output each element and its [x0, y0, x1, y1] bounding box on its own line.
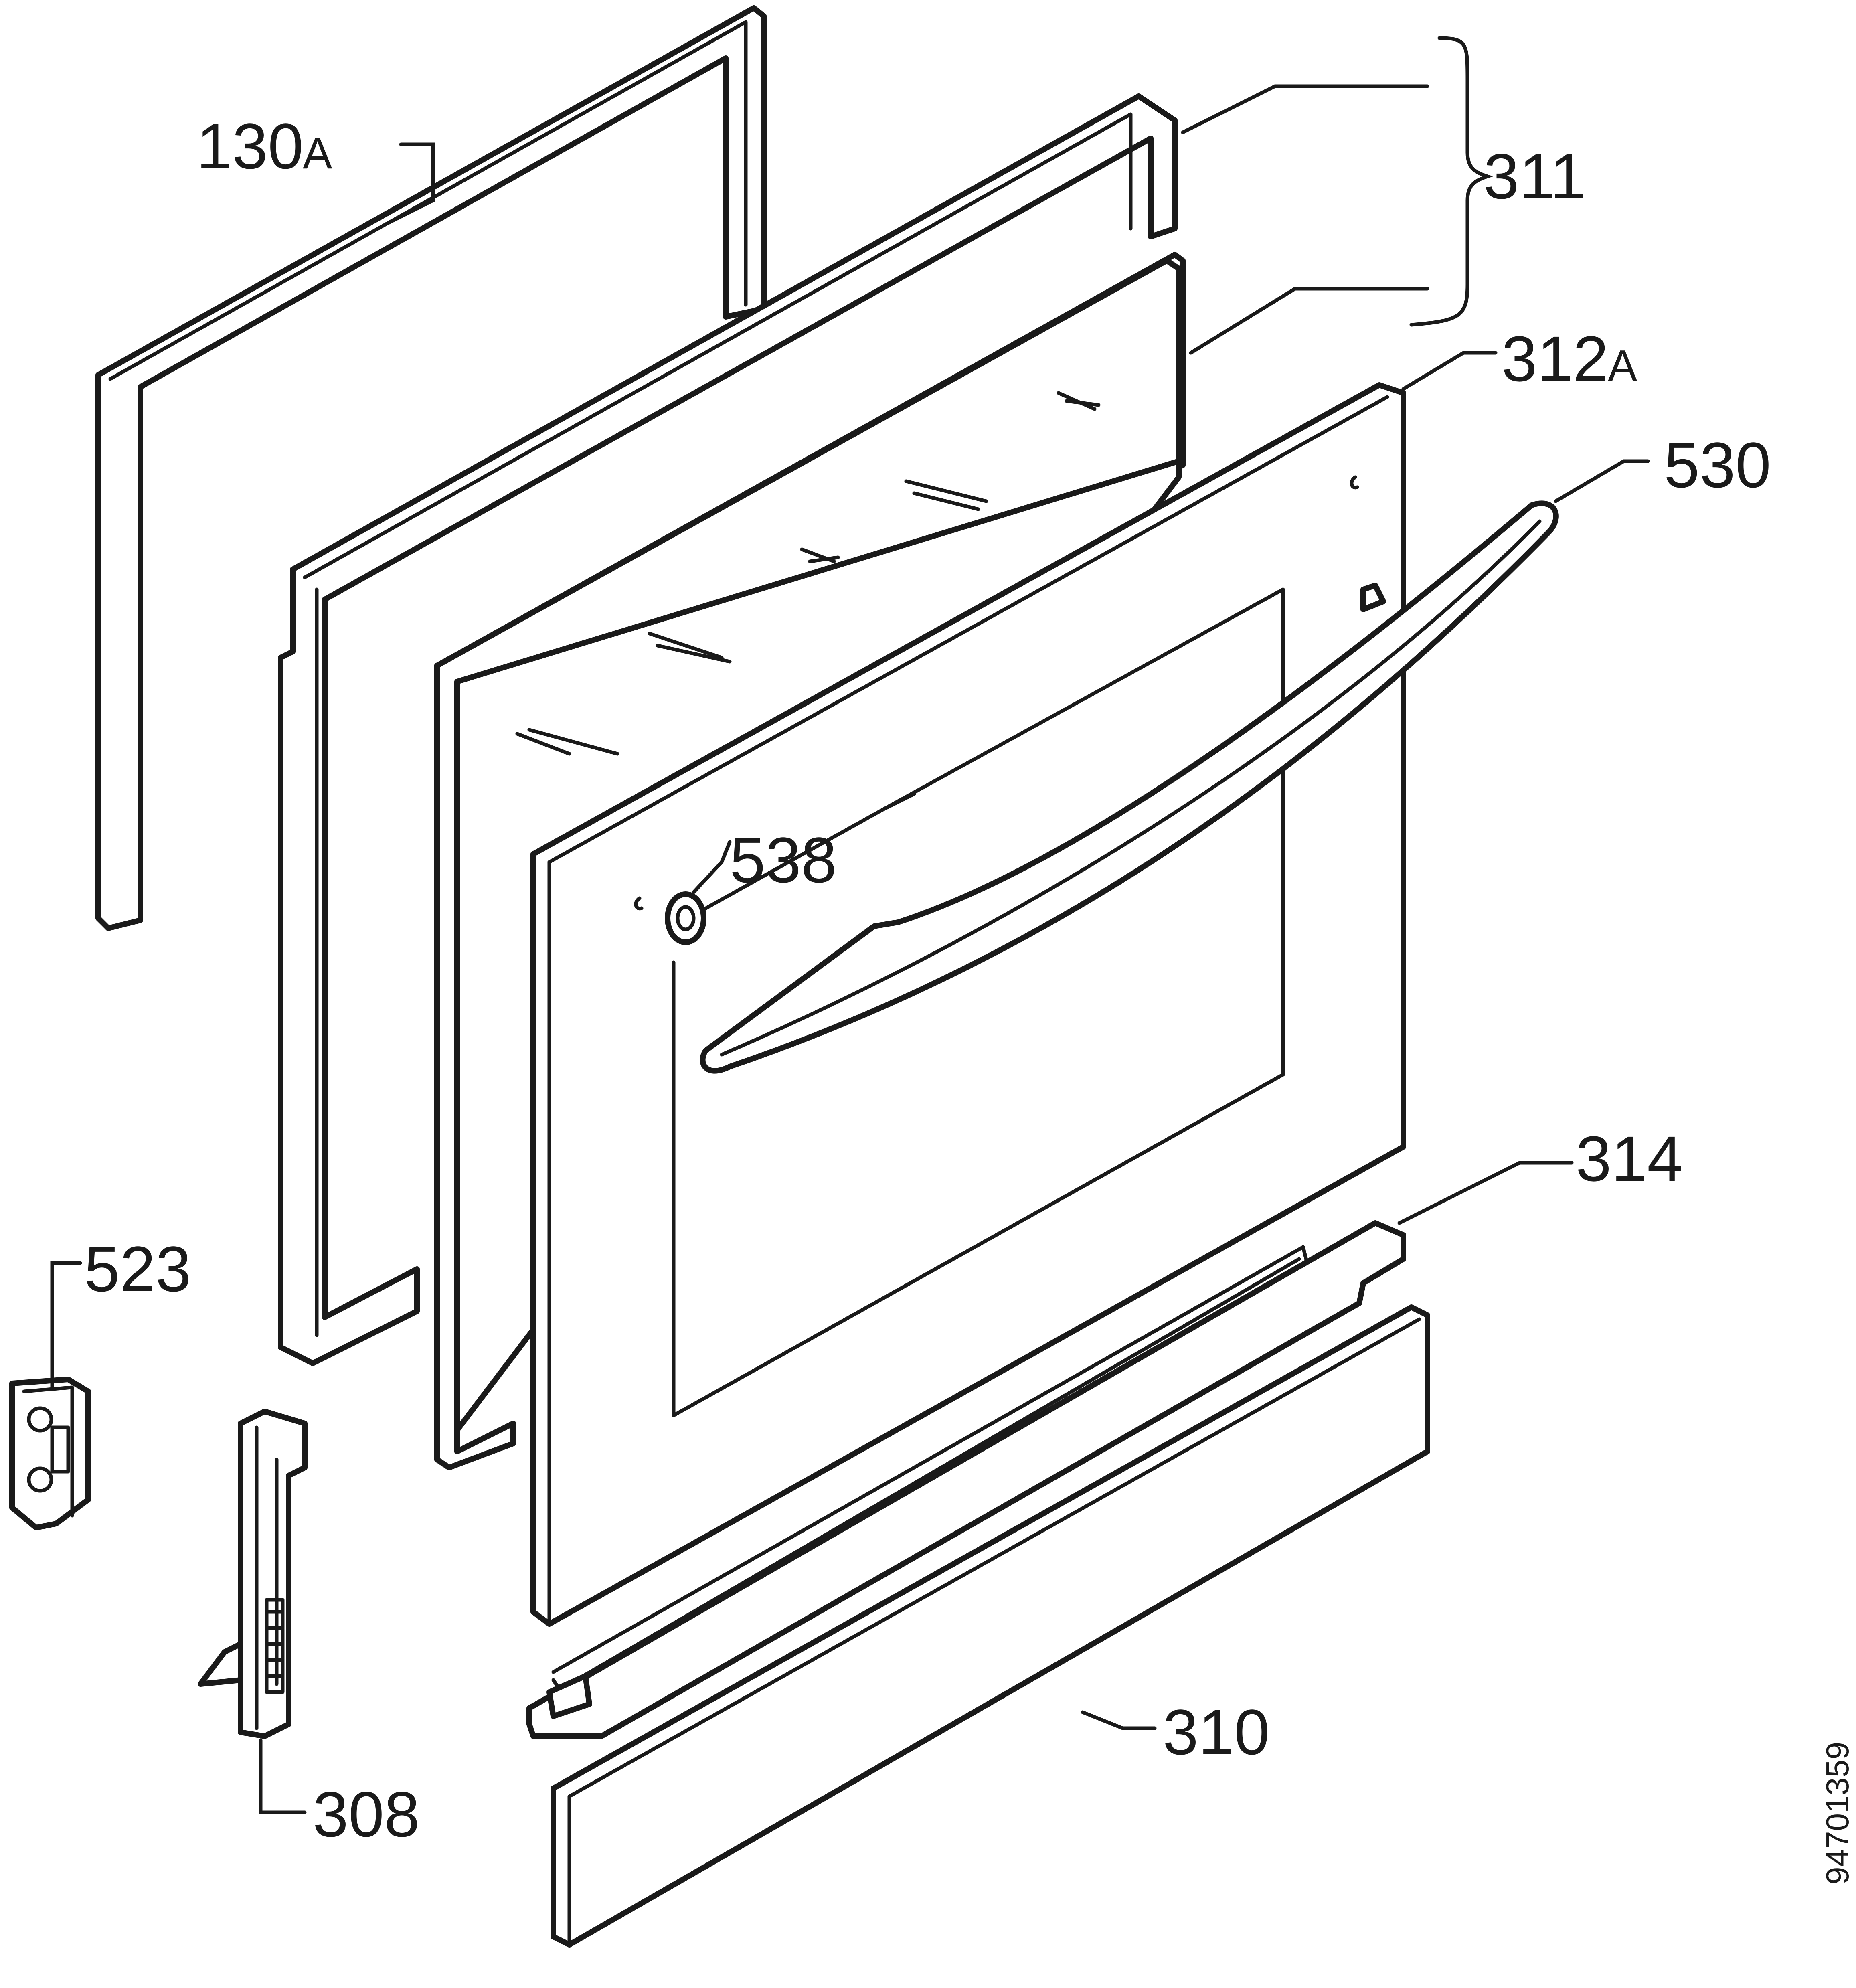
trim-profile-314 [526, 1220, 1406, 1739]
leader-lines [50, 36, 1650, 1814]
door-gasket-130a [95, 5, 767, 931]
outer-door-panel-312a [530, 382, 1406, 1627]
label-312: 312 [1502, 323, 1609, 395]
label-538: 538 [730, 824, 837, 896]
label-523: 523 [84, 1233, 191, 1305]
part-labels: 130 A 311 312 A 530 538 314 523 308 310 … [84, 110, 1855, 1885]
door-handle-530 [700, 500, 1559, 1074]
label-310: 310 [1163, 1696, 1270, 1768]
spacer-538 [634, 475, 1359, 945]
label-130-suffix: A [303, 129, 332, 178]
bottom-cover-310 [551, 1304, 1430, 1948]
label-312-suffix: A [1608, 341, 1637, 391]
hinge-308 [198, 1409, 308, 1739]
label-311: 311 [1484, 140, 1586, 212]
label-314: 314 [1576, 1123, 1683, 1194]
label-530: 530 [1664, 429, 1771, 501]
drawing-code: 94701359 [1820, 1742, 1855, 1885]
hinge-bracket-523 [9, 1377, 91, 1530]
label-308: 308 [313, 1778, 420, 1850]
label-130: 130 [196, 110, 304, 182]
